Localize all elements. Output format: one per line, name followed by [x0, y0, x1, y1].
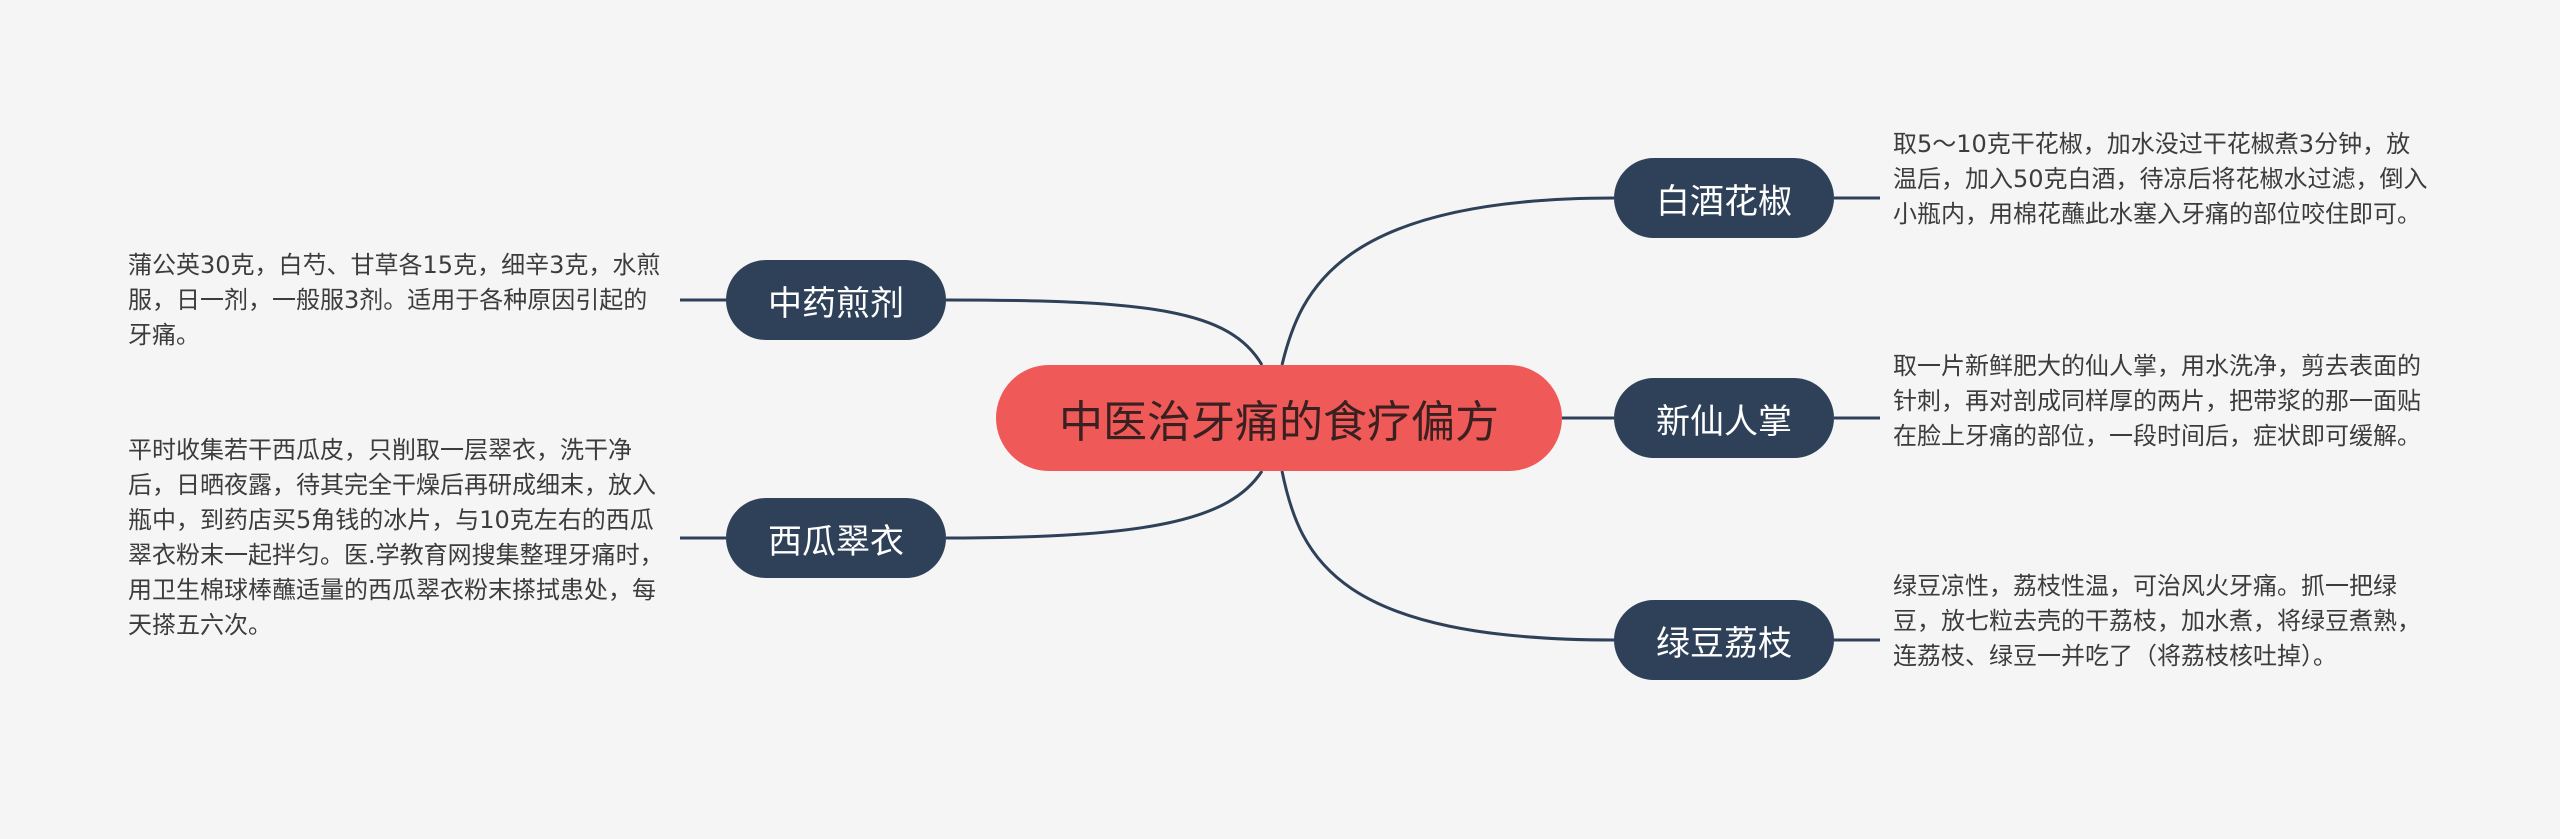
- connector-root-to-lvdou: [1280, 470, 1615, 642]
- detail-baijiu-huajiao: 取5～10克干花椒，加水没过干花椒煮3分钟，放温后，加入50克白酒，待凉后将花椒…: [1893, 130, 2428, 228]
- detail-lvdou-lizhi: 绿豆凉性，荔枝性温，可治风火牙痛。抓一把绿豆，放七粒去壳的干荔枝，加水煮，将绿豆…: [1893, 572, 2421, 670]
- detail-zhongyao-jianji: 蒲公英30克，白芍、甘草各15克，细辛3克，水煎服，日一剂，一般服3剂。适用于各…: [128, 251, 661, 349]
- root-topic[interactable]: 中医治牙痛的食疗偏方: [996, 365, 1562, 471]
- detail-xigua-cuiyi: 平时收集若干西瓜皮，只削取一层翠衣，洗干净后，日晒夜露，待其完全干燥后再研成细末…: [128, 436, 664, 639]
- connector-root-to-baijiu: [1280, 196, 1615, 366]
- connector-root-to-xigua: [945, 470, 1264, 540]
- branch-xigua-cuiyi[interactable]: 西瓜翠衣: [726, 498, 946, 578]
- branch-xin-xianrenzhang[interactable]: 新仙人掌: [1614, 378, 1834, 458]
- branch-zhongyao-jianji[interactable]: 中药煎剂: [726, 260, 946, 340]
- detail-xin-xianrenzhang: 取一片新鲜肥大的仙人掌，用水洗净，剪去表面的针刺，再对剖成同样厚的两片，把带浆的…: [1893, 352, 2421, 450]
- branch-lvdou-lizhi[interactable]: 绿豆荔枝: [1614, 600, 1834, 680]
- branch-baijiu-huajiao[interactable]: 白酒花椒: [1614, 158, 1834, 238]
- connector-root-to-zhongyao: [945, 298, 1264, 366]
